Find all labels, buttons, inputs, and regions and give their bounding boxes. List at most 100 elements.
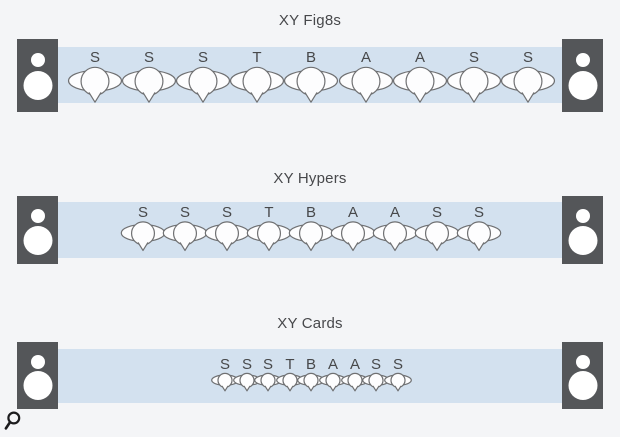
singer-head: T (246, 205, 292, 252)
voice-label: T (264, 204, 274, 221)
woofer-circle (23, 71, 52, 101)
singer-head: S (121, 50, 177, 104)
voice-label: S (137, 204, 148, 221)
singer-head-icon (288, 220, 334, 252)
tweeter-circle (30, 52, 45, 67)
voice-label: A (327, 356, 338, 373)
voice-label: B (305, 356, 316, 373)
voice-label: S (473, 204, 484, 221)
voice-label: A (360, 49, 371, 66)
singer-head-icon (330, 220, 376, 252)
voice-label: S (143, 49, 154, 66)
panel-title: XY Hypers (273, 170, 347, 187)
tweeter-circle (30, 208, 45, 223)
woofer-circle (23, 225, 52, 255)
singer-head-icon (384, 372, 412, 392)
singer-head: S (446, 50, 502, 104)
singer-head: T (229, 50, 285, 104)
singer-head-icon (229, 65, 285, 104)
voice-label: S (468, 49, 479, 66)
magnifier-icon[interactable] (4, 409, 26, 433)
singer-head-icon (297, 372, 325, 392)
singer-head: S (120, 205, 166, 252)
singer-head-icon (319, 372, 347, 392)
voice-label: S (241, 356, 252, 373)
voice-label: T (285, 356, 295, 373)
voice-label: A (414, 49, 425, 66)
voice-label: S (197, 49, 208, 66)
panel-title: XY Cards (277, 315, 343, 332)
singer-head-icon (362, 372, 390, 392)
singer-head: B (297, 357, 325, 392)
voice-label: S (89, 49, 100, 66)
voice-label: T (252, 49, 262, 66)
singer-head: S (204, 205, 250, 252)
stereo-image-band (57, 349, 563, 403)
voice-label: A (347, 204, 358, 221)
singer-head: S (384, 357, 412, 392)
stereo-image-band (57, 202, 563, 258)
stereo-image-band (57, 47, 563, 103)
speaker-left-icon (17, 196, 58, 264)
singer-head-icon (246, 220, 292, 252)
singer-head-icon (254, 372, 282, 392)
tweeter-circle (575, 208, 590, 223)
voice-label: S (262, 356, 273, 373)
singer-head-icon (372, 220, 418, 252)
singer-head: A (341, 357, 369, 392)
speaker-right-icon (562, 196, 603, 264)
singer-head-icon (341, 372, 369, 392)
singer-head: S (211, 357, 239, 392)
singer-head-icon (446, 65, 502, 104)
tweeter-circle (575, 354, 590, 369)
speaker-left-icon (17, 39, 58, 112)
speaker-right-icon (562, 342, 603, 409)
voice-label: S (431, 204, 442, 221)
singer-head-icon (456, 220, 502, 252)
singer-head-icon (414, 220, 460, 252)
voice-label: B (305, 49, 316, 66)
voice-label: S (370, 356, 381, 373)
singer-head: B (288, 205, 334, 252)
singer-head-icon (162, 220, 208, 252)
voice-label: S (179, 204, 190, 221)
singer-head-icon (204, 220, 250, 252)
speaker-right-icon (562, 39, 603, 112)
voice-label: S (522, 49, 533, 66)
voice-label: S (392, 356, 403, 373)
woofer-circle (568, 371, 597, 401)
singer-head: S (500, 50, 556, 104)
singer-head: S (362, 357, 390, 392)
singer-head-icon (233, 372, 261, 392)
singer-head-icon (175, 65, 231, 104)
singer-head: S (233, 357, 261, 392)
voice-label: S (221, 204, 232, 221)
singer-head: S (162, 205, 208, 252)
woofer-circle (568, 225, 597, 255)
singer-head-icon (338, 65, 394, 104)
tweeter-circle (30, 354, 45, 369)
voice-label: B (305, 204, 316, 221)
singer-head-icon (276, 372, 304, 392)
woofer-circle (23, 371, 52, 401)
singer-head: S (67, 50, 123, 104)
singer-head-icon (121, 65, 177, 104)
singer-head: A (372, 205, 418, 252)
singer-head: B (283, 50, 339, 104)
singer-head-icon (211, 372, 239, 392)
singer-head-icon (120, 220, 166, 252)
singer-head: S (456, 205, 502, 252)
singer-head: A (392, 50, 448, 104)
singer-head: S (254, 357, 282, 392)
voice-label: A (389, 204, 400, 221)
tweeter-circle (575, 52, 590, 67)
singer-head: A (319, 357, 347, 392)
singer-head: S (414, 205, 460, 252)
singer-head-icon (283, 65, 339, 104)
speaker-left-icon (17, 342, 58, 409)
singer-head-icon (67, 65, 123, 104)
